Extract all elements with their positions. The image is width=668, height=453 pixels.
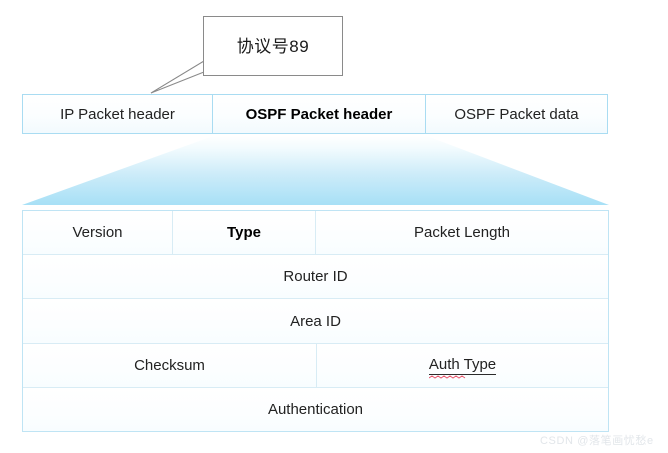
field-auth-type-text: Auth Type bbox=[428, 355, 497, 373]
spellcheck-squiggle-icon bbox=[428, 375, 466, 379]
table-row: Router ID bbox=[23, 255, 608, 300]
field-area-id: Area ID bbox=[23, 299, 608, 343]
field-authentication: Authentication bbox=[23, 387, 608, 432]
table-row: Authentication bbox=[23, 387, 608, 432]
packet-strip: IP Packet header OSPF Packet header OSPF… bbox=[22, 94, 609, 134]
table-row: Area ID bbox=[23, 299, 608, 344]
table-row: Checksum Auth Type bbox=[23, 343, 608, 388]
watermark: CSDN @落笔画忧愁e bbox=[540, 435, 654, 447]
ospf-header-field-table: Version Type Packet Length Router ID Are… bbox=[22, 210, 609, 432]
table-row: Version Type Packet Length bbox=[23, 211, 608, 256]
field-packet-length: Packet Length bbox=[316, 211, 608, 255]
field-version: Version bbox=[23, 211, 173, 255]
expand-funnel-shape bbox=[22, 136, 609, 205]
field-type: Type bbox=[173, 211, 316, 255]
field-router-id: Router ID bbox=[23, 255, 608, 299]
packet-cell-ospf-data: OSPF Packet data bbox=[425, 94, 608, 134]
field-checksum: Checksum bbox=[23, 343, 317, 387]
field-auth-type-label: Auth Type bbox=[428, 355, 497, 379]
packet-cell-ip-header: IP Packet header bbox=[22, 94, 213, 134]
packet-cell-ospf-header: OSPF Packet header bbox=[212, 94, 426, 134]
callout-label: 协议号89 bbox=[236, 36, 310, 56]
callout-tail-icon bbox=[150, 58, 210, 94]
field-auth-type: Auth Type bbox=[317, 343, 608, 387]
protocol-number-callout: 协议号89 bbox=[203, 16, 343, 76]
